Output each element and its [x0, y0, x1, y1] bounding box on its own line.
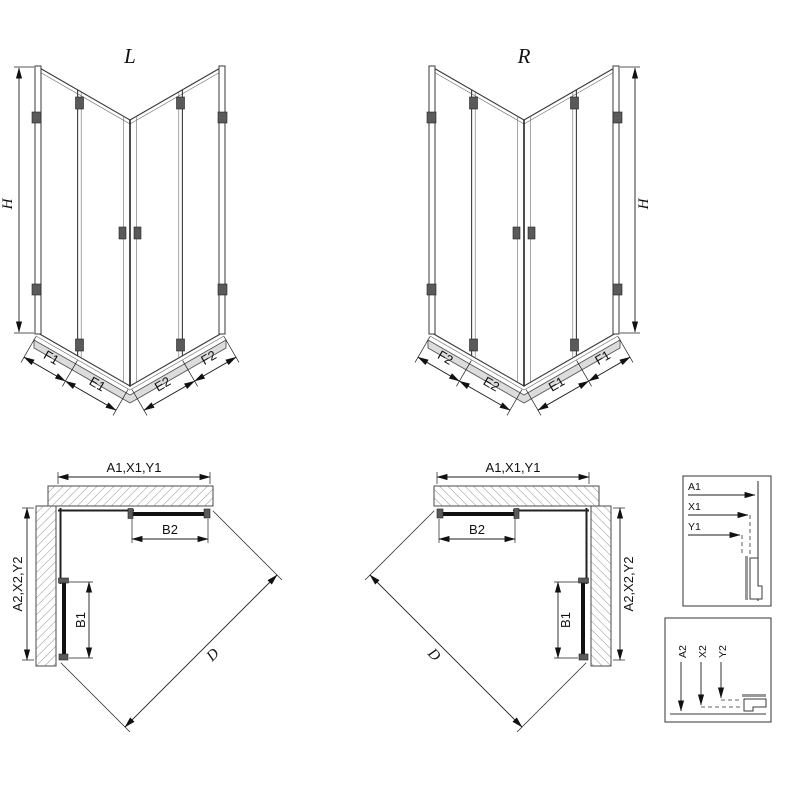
dim-label-b1: B1	[73, 612, 88, 628]
isometric-view-right: R H F2 E2 E1 F1	[415, 44, 652, 415]
dim-label-a2x2y2: A2,X2,Y2	[621, 557, 636, 612]
dim-label-a2x2y2: A2,X2,Y2	[10, 557, 25, 612]
dim-label-e1: E1	[87, 374, 108, 395]
detail-label-x1: X1	[688, 501, 701, 513]
view-title-left: L	[123, 44, 136, 68]
dim-label-b2: B2	[469, 522, 485, 537]
plan-view-left: A1,X1,Y1 A2,X2,Y2 B2 B1 D	[10, 460, 282, 732]
dim-label-e1: E1	[546, 374, 567, 395]
isometric-view-left: L H F1 E1 E2 F2	[0, 44, 239, 415]
dim-label-f1: F1	[41, 347, 62, 368]
dim-label-e2: E2	[481, 374, 502, 395]
detail-label-a1: A1	[688, 481, 701, 493]
detail-label-x2: X2	[697, 645, 709, 658]
wall-bracket-profile	[749, 557, 763, 600]
dim-label-a1x1y1: A1,X1,Y1	[486, 460, 541, 475]
detail-label-a2: A2	[677, 645, 689, 658]
dim-label-b2: B2	[162, 522, 178, 537]
dim-label-height: H	[0, 197, 16, 210]
dim-label-a1x1y1: A1,X1,Y1	[107, 460, 162, 475]
view-title-right: R	[517, 44, 531, 68]
dim-label-f2: F2	[435, 347, 456, 368]
wall-bracket-profile	[743, 698, 767, 712]
dim-label-b1: B1	[558, 612, 573, 628]
dim-label-f1: F1	[592, 347, 613, 368]
dim-label-e2: E2	[152, 374, 173, 395]
detail-label-y1: Y1	[688, 521, 701, 533]
detail-box-a2: A2 X2 Y2	[664, 617, 772, 723]
dim-label-f2: F2	[198, 347, 219, 368]
detail-label-y2: Y2	[717, 645, 729, 658]
detail-box-a1: A1 X1 Y1	[682, 475, 772, 607]
dim-label-height: H	[636, 197, 652, 210]
